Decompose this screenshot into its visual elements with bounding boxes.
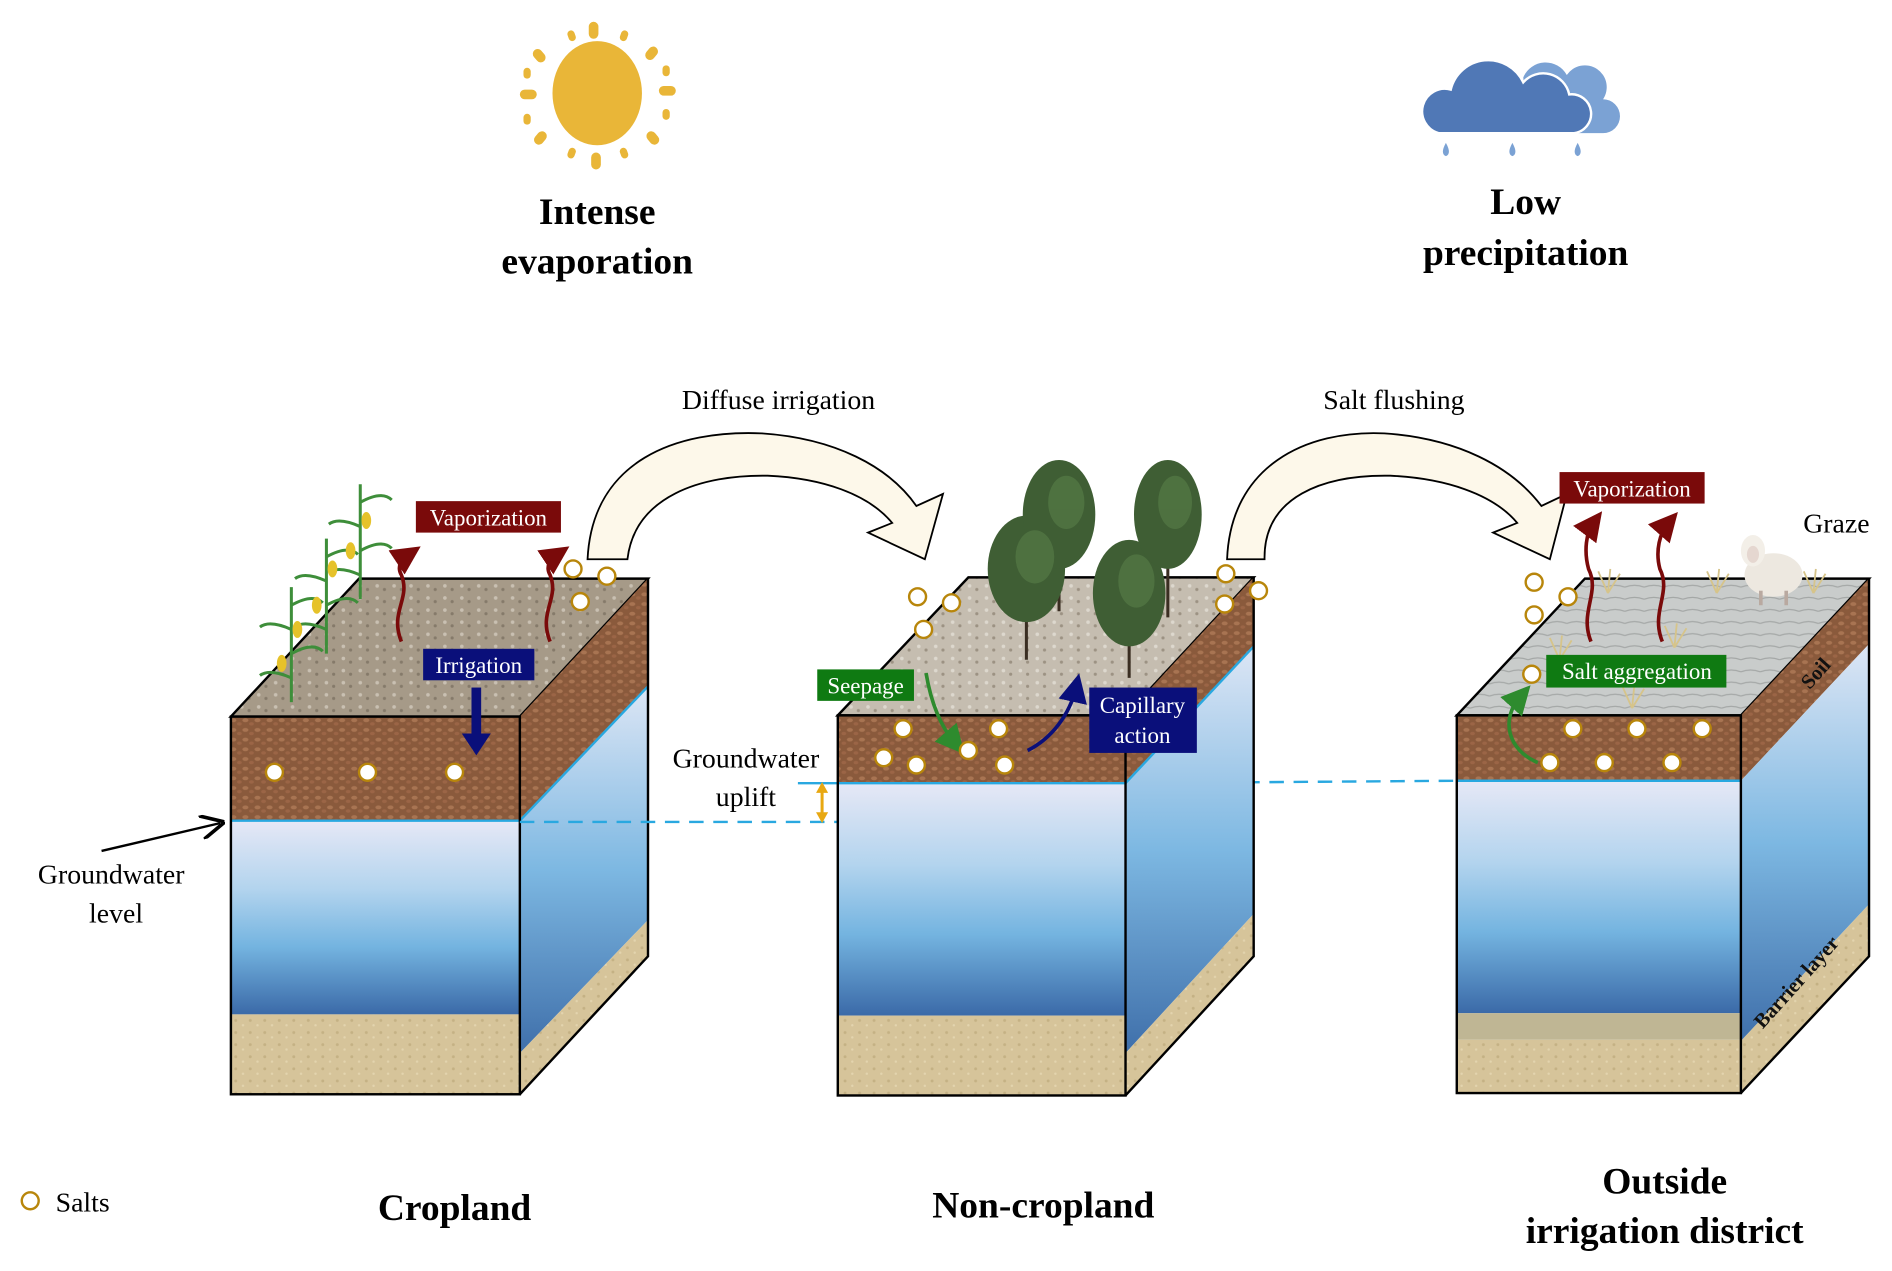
sun-label-line1: Intense [539, 192, 656, 233]
corn-cob-icons [276, 512, 372, 672]
sun-icon [519, 21, 676, 170]
noncropland-groundwater [837, 783, 1126, 1016]
diffuse-irrigation-label: Diffuse irrigation [682, 385, 875, 416]
tree-icons [987, 459, 1202, 678]
uplift-double-arrow [816, 781, 829, 824]
irrigation-box [423, 648, 535, 681]
vaporization-arrow [1573, 511, 1603, 643]
salt-aggregation-arrow [1500, 685, 1539, 765]
capillary-action-box [1089, 687, 1197, 753]
salt-aggregation-box [1546, 654, 1727, 688]
outside-title-line1: Outside [1602, 1162, 1727, 1203]
outside-barrier-layer [1456, 1039, 1741, 1094]
rain-cloud-icon [1420, 58, 1620, 157]
seepage-label: Seepage [827, 674, 903, 699]
groundwater-uplift-label-line2: uplift [716, 782, 776, 813]
salts-legend-label: Salts [56, 1188, 110, 1219]
sheep-icon [1740, 535, 1803, 606]
cropland-title: Cropland [378, 1188, 532, 1229]
diffuse-irrigation-arrow [586, 432, 945, 561]
capillary-label-line2: action [1114, 723, 1171, 748]
capillary-label-line1: Capillary [1100, 693, 1186, 718]
irrigation-label: Irrigation [435, 653, 522, 678]
salt-flushing-label: Salt flushing [1323, 385, 1464, 416]
salts-legend-icon [20, 1191, 40, 1211]
cropland-block [228, 577, 651, 1096]
graze-label: Graze [1803, 509, 1869, 540]
irrigation-down-arrow [461, 687, 491, 756]
grass-icons [1549, 568, 1827, 709]
noncropland-barrier-layer [837, 1015, 1126, 1096]
cropland-vaporization-label: Vaporization [430, 505, 548, 530]
groundwater-level-pointer [101, 823, 220, 853]
outside-vaporization-box [1559, 472, 1705, 504]
groundwater-level-label-line1: Groundwater [38, 860, 185, 891]
salt-particles [264, 559, 617, 782]
capillary-arrow [1026, 673, 1087, 753]
salt-particles [874, 564, 1269, 775]
outside-title-line2: irrigation district [1526, 1211, 1804, 1252]
cloud-label-line1: Low [1490, 182, 1561, 223]
sun-label-line2: evaporation [501, 242, 693, 283]
vaporization-arrow [1647, 511, 1678, 643]
noncropland-block [834, 576, 1257, 1097]
salt-aggregation-label: Salt aggregation [1562, 659, 1712, 684]
cloud-label-line2: precipitation [1423, 233, 1629, 274]
cropland-groundwater [230, 820, 520, 1015]
seepage-arrow [924, 672, 965, 755]
noncropland-title: Non-cropland [932, 1186, 1154, 1227]
cropland-barrier-layer [230, 1014, 520, 1095]
seepage-box [817, 669, 914, 701]
outside-vaporization-label: Vaporization [1573, 476, 1691, 501]
salt-particles [1522, 572, 1712, 773]
groundwater-level-label-line2: level [89, 898, 143, 929]
groundwater-uplift-label-line1: Groundwater [673, 743, 820, 774]
outside-groundwater [1456, 780, 1741, 1014]
salt-flushing-arrow [1226, 432, 1569, 561]
cropland-vaporization-box [415, 501, 561, 533]
vaporization-arrow [388, 546, 421, 643]
corn-plant-icon [259, 484, 393, 703]
vaporization-arrow [537, 546, 570, 643]
